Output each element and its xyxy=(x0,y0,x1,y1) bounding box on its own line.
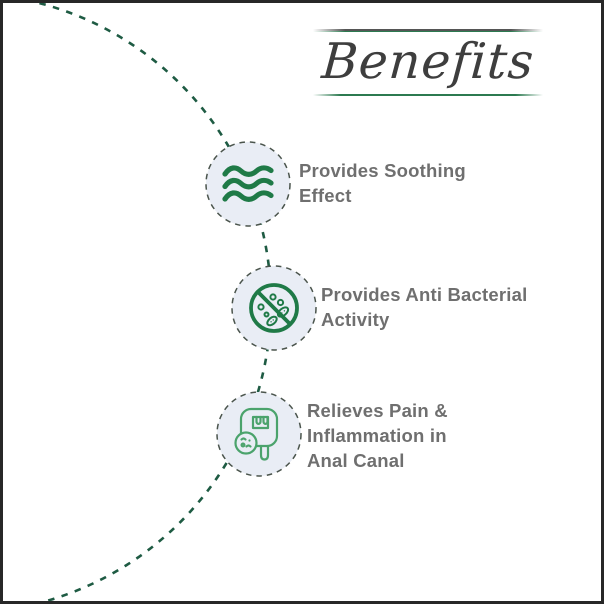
benefit-node-antibacterial xyxy=(231,265,317,351)
no-bacteria-icon xyxy=(249,283,299,333)
title-block: Benefits xyxy=(313,19,543,96)
intestine-icon xyxy=(234,407,279,461)
page-title: Benefits xyxy=(319,32,537,90)
waves-icon xyxy=(222,165,274,202)
title-rule-top-dark xyxy=(313,29,543,31)
benefit-label-antibacterial: Provides Anti Bacterial Activity xyxy=(321,284,528,330)
benefit-node-soothing xyxy=(205,141,291,227)
benefit-label-pain-relief: Relieves Pain & Inflammation in Anal Can… xyxy=(307,400,448,471)
orbit-dashed-circle xyxy=(33,3,273,601)
benefit-label-soothing: Provides Soothing Effect xyxy=(299,160,466,206)
decorative-arc-graphic xyxy=(33,3,317,601)
node-circle xyxy=(205,141,291,227)
title-rule-top-green xyxy=(313,30,543,32)
benefit-node-pain-relief xyxy=(216,391,302,477)
node-circle xyxy=(216,391,302,477)
title-rule-bottom xyxy=(313,93,543,96)
